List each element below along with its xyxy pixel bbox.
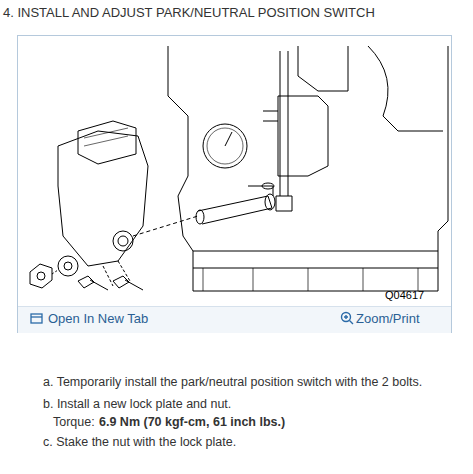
zoom-icon — [340, 311, 354, 325]
instruction-step: b. Install a new lock plate and nut. — [43, 397, 231, 411]
link-text: Zoom/Print — [356, 311, 420, 326]
instruction-step: a. Temporarily install the park/neutral … — [43, 375, 422, 389]
step-heading: 4. INSTALL AND ADJUST PARK/NEUTRAL POSIT… — [3, 5, 375, 20]
transmission-illustration — [18, 36, 451, 306]
torque-value: 6.9 Nm (70 kgf-cm, 61 inch lbs.) — [99, 415, 285, 429]
instruction-step: c. Stake the nut with the lock plate. — [43, 435, 236, 449]
torque-label: Torque: — [53, 415, 95, 429]
link-text: Open In New Tab — [48, 311, 148, 326]
figure-code: Q04617 — [385, 289, 424, 301]
open-tab-icon — [30, 313, 44, 325]
